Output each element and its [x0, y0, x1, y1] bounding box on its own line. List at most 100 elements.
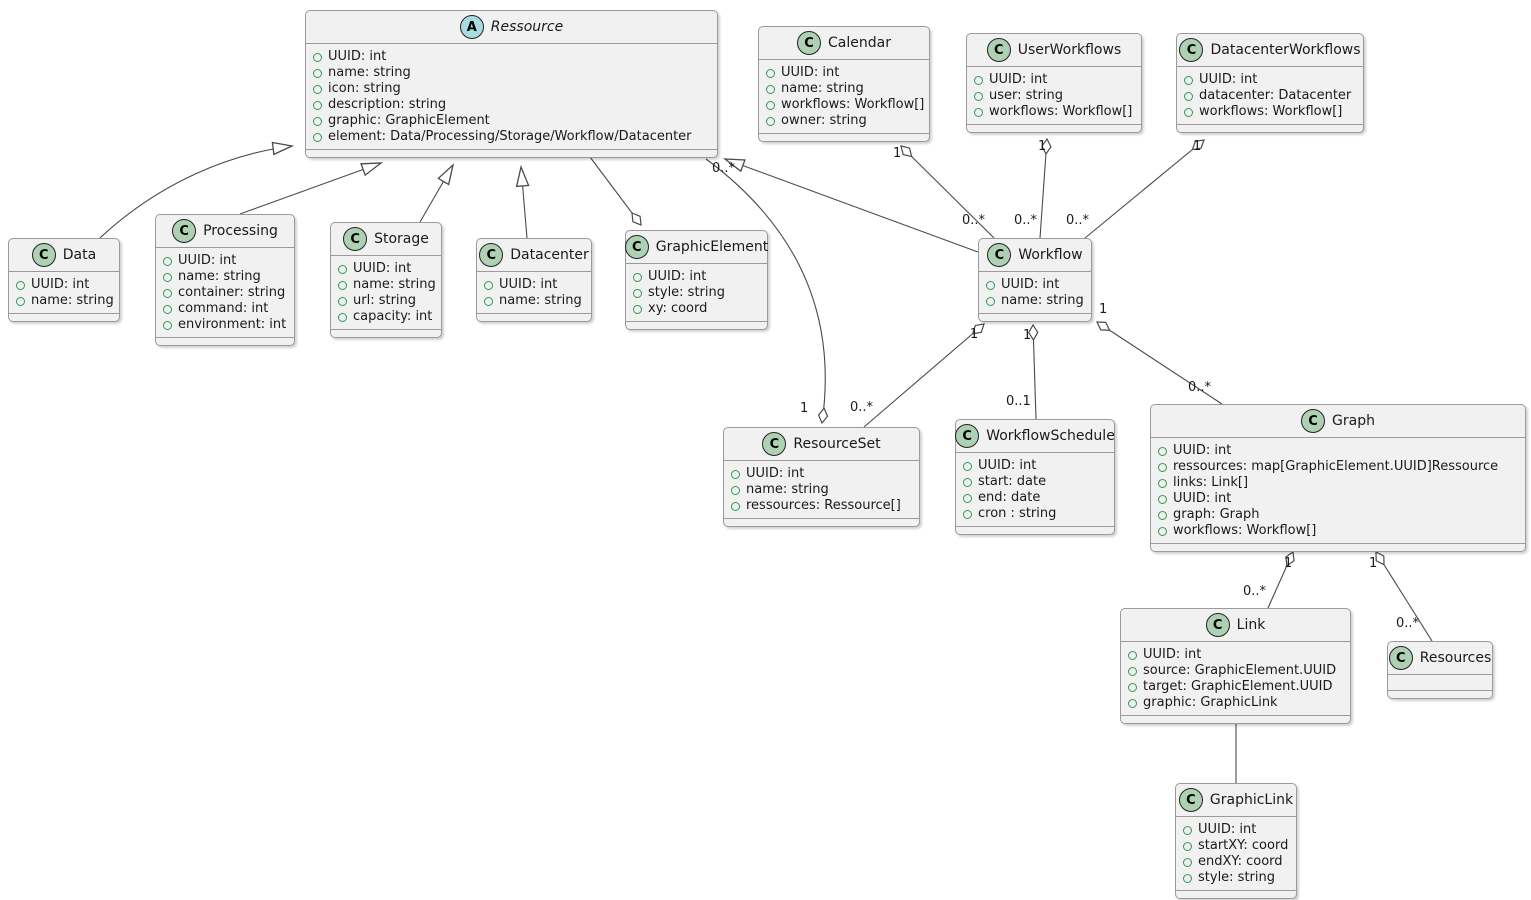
- class-attribute: UUID: int: [648, 269, 707, 284]
- edge-workflow-graph: [1097, 322, 1223, 405]
- class-attribute-row: name: string: [338, 277, 436, 293]
- class-name: GraphicLink: [1209, 792, 1294, 808]
- class-name: DatacenterWorkflows: [1210, 42, 1361, 58]
- edge-datacenter-extends-ressource: [515, 164, 530, 239]
- class-header: C Processing: [156, 215, 294, 248]
- edge-resourceset-ressource: [705, 158, 825, 423]
- class-attribute-row: icon: string: [313, 81, 710, 97]
- class-name: UserWorkflows: [1017, 42, 1122, 58]
- class-icon: C: [1178, 788, 1203, 812]
- field-visibility-icon: [766, 84, 775, 94]
- class-methods-compartment: [1388, 690, 1492, 698]
- class-attribute-row: UUID: int: [986, 277, 1084, 293]
- class-attribute-row: name: string: [484, 293, 584, 309]
- class-attribute: graph: Graph: [1173, 507, 1260, 522]
- class-name: GraphicElement: [655, 239, 769, 255]
- multiplicity-label: 1: [970, 327, 979, 342]
- class-attribute: icon: string: [328, 81, 401, 96]
- class-attribute: graphic: GraphicElement: [328, 113, 490, 128]
- class-attribute: target: GraphicElement.UUID: [1143, 679, 1333, 694]
- class-attribute-row: environment: int: [163, 317, 287, 333]
- field-visibility-icon: [633, 288, 642, 298]
- class-header: C Storage: [331, 223, 441, 256]
- field-visibility-icon: [313, 132, 322, 142]
- field-visibility-icon: [1158, 478, 1167, 488]
- class-attribute-row: name: string: [731, 482, 912, 498]
- class-attribute: workflows: Workflow[]: [781, 97, 925, 112]
- class-attribute-row: endXY: coord: [1183, 854, 1289, 870]
- class-attribute-row: ressources: Ressource[]: [731, 498, 912, 514]
- class-header: C Datacenter: [477, 239, 591, 272]
- class-name: Link: [1236, 617, 1266, 633]
- multiplicity-label: 0..*: [1014, 213, 1038, 228]
- class-name: ResourceSet: [793, 436, 881, 452]
- class-attribute-row: start: date: [963, 474, 1107, 490]
- multiplicity-label: 0..*: [962, 213, 986, 228]
- multiplicity-label: 0..*: [712, 161, 736, 176]
- class-methods-compartment: [967, 124, 1141, 132]
- class-header: C Graph: [1151, 405, 1525, 438]
- field-visibility-icon: [963, 493, 972, 503]
- class-attribute-row: cron : string: [963, 506, 1107, 522]
- class-attribute-row: UUID: int: [1184, 72, 1356, 88]
- class-icon: C: [1179, 38, 1204, 62]
- class-attribute: ressources: map[GraphicElement.UUID]Ress…: [1173, 459, 1499, 474]
- field-visibility-icon: [313, 116, 322, 126]
- class-icon: C: [479, 243, 504, 267]
- class-attribute-row: UUID: int: [484, 277, 584, 293]
- class-attribute-row: UUID: int: [963, 458, 1107, 474]
- field-visibility-icon: [1158, 446, 1167, 456]
- class-attribute: UUID: int: [1173, 491, 1232, 506]
- class-attribute: UUID: int: [353, 261, 412, 276]
- class-attribute: end: date: [978, 490, 1041, 505]
- class-attribute: startXY: coord: [1198, 838, 1289, 853]
- class-attribute: name: string: [328, 65, 411, 80]
- class-attribute: UUID: int: [499, 277, 558, 292]
- class-name: Ressource: [490, 19, 564, 35]
- class-header: C DatacenterWorkflows: [1177, 34, 1363, 67]
- class-attribute: endXY: coord: [1198, 854, 1283, 869]
- edge-calendar-workflow: [901, 146, 995, 239]
- class-name: WorkflowSchedule: [986, 428, 1115, 444]
- class-attribute: UUID: int: [746, 466, 805, 481]
- multiplicity-label: 1: [1193, 139, 1202, 154]
- edge-data-extends-ressource: [99, 141, 295, 239]
- class-attribute: url: string: [353, 293, 417, 308]
- field-visibility-icon: [163, 256, 172, 266]
- class-attribute: name: string: [353, 277, 436, 292]
- class-methods-compartment: [724, 518, 919, 526]
- class-icon: C: [1205, 613, 1230, 637]
- class-attribute: links: Link[]: [1173, 475, 1249, 490]
- field-visibility-icon: [163, 272, 172, 282]
- edge-workflow-resourceset: [863, 324, 984, 428]
- class-attribute-row: UUID: int: [338, 261, 434, 277]
- field-visibility-icon: [1158, 462, 1167, 472]
- class-attribute-row: user: string: [974, 88, 1134, 104]
- field-visibility-icon: [963, 461, 972, 471]
- class-attribute: UUID: int: [178, 253, 237, 268]
- class-methods-compartment: [9, 313, 119, 321]
- class-attribute-row: element: Data/Processing/Storage/Workflo…: [313, 129, 710, 145]
- class-name: Storage: [374, 231, 429, 247]
- edge-workflow-extends-ressource: [722, 158, 979, 253]
- field-visibility-icon: [1128, 682, 1137, 692]
- class-attribute: name: string: [499, 293, 582, 308]
- class-attribute: owner: string: [781, 113, 867, 128]
- class-attribute: description: string: [328, 97, 447, 112]
- class-header: C ResourceSet: [724, 428, 919, 461]
- class-icon: C: [797, 31, 822, 55]
- class-attribute: name: string: [1001, 293, 1084, 308]
- class-attribute-row: command: int: [163, 301, 287, 317]
- field-visibility-icon: [338, 264, 347, 274]
